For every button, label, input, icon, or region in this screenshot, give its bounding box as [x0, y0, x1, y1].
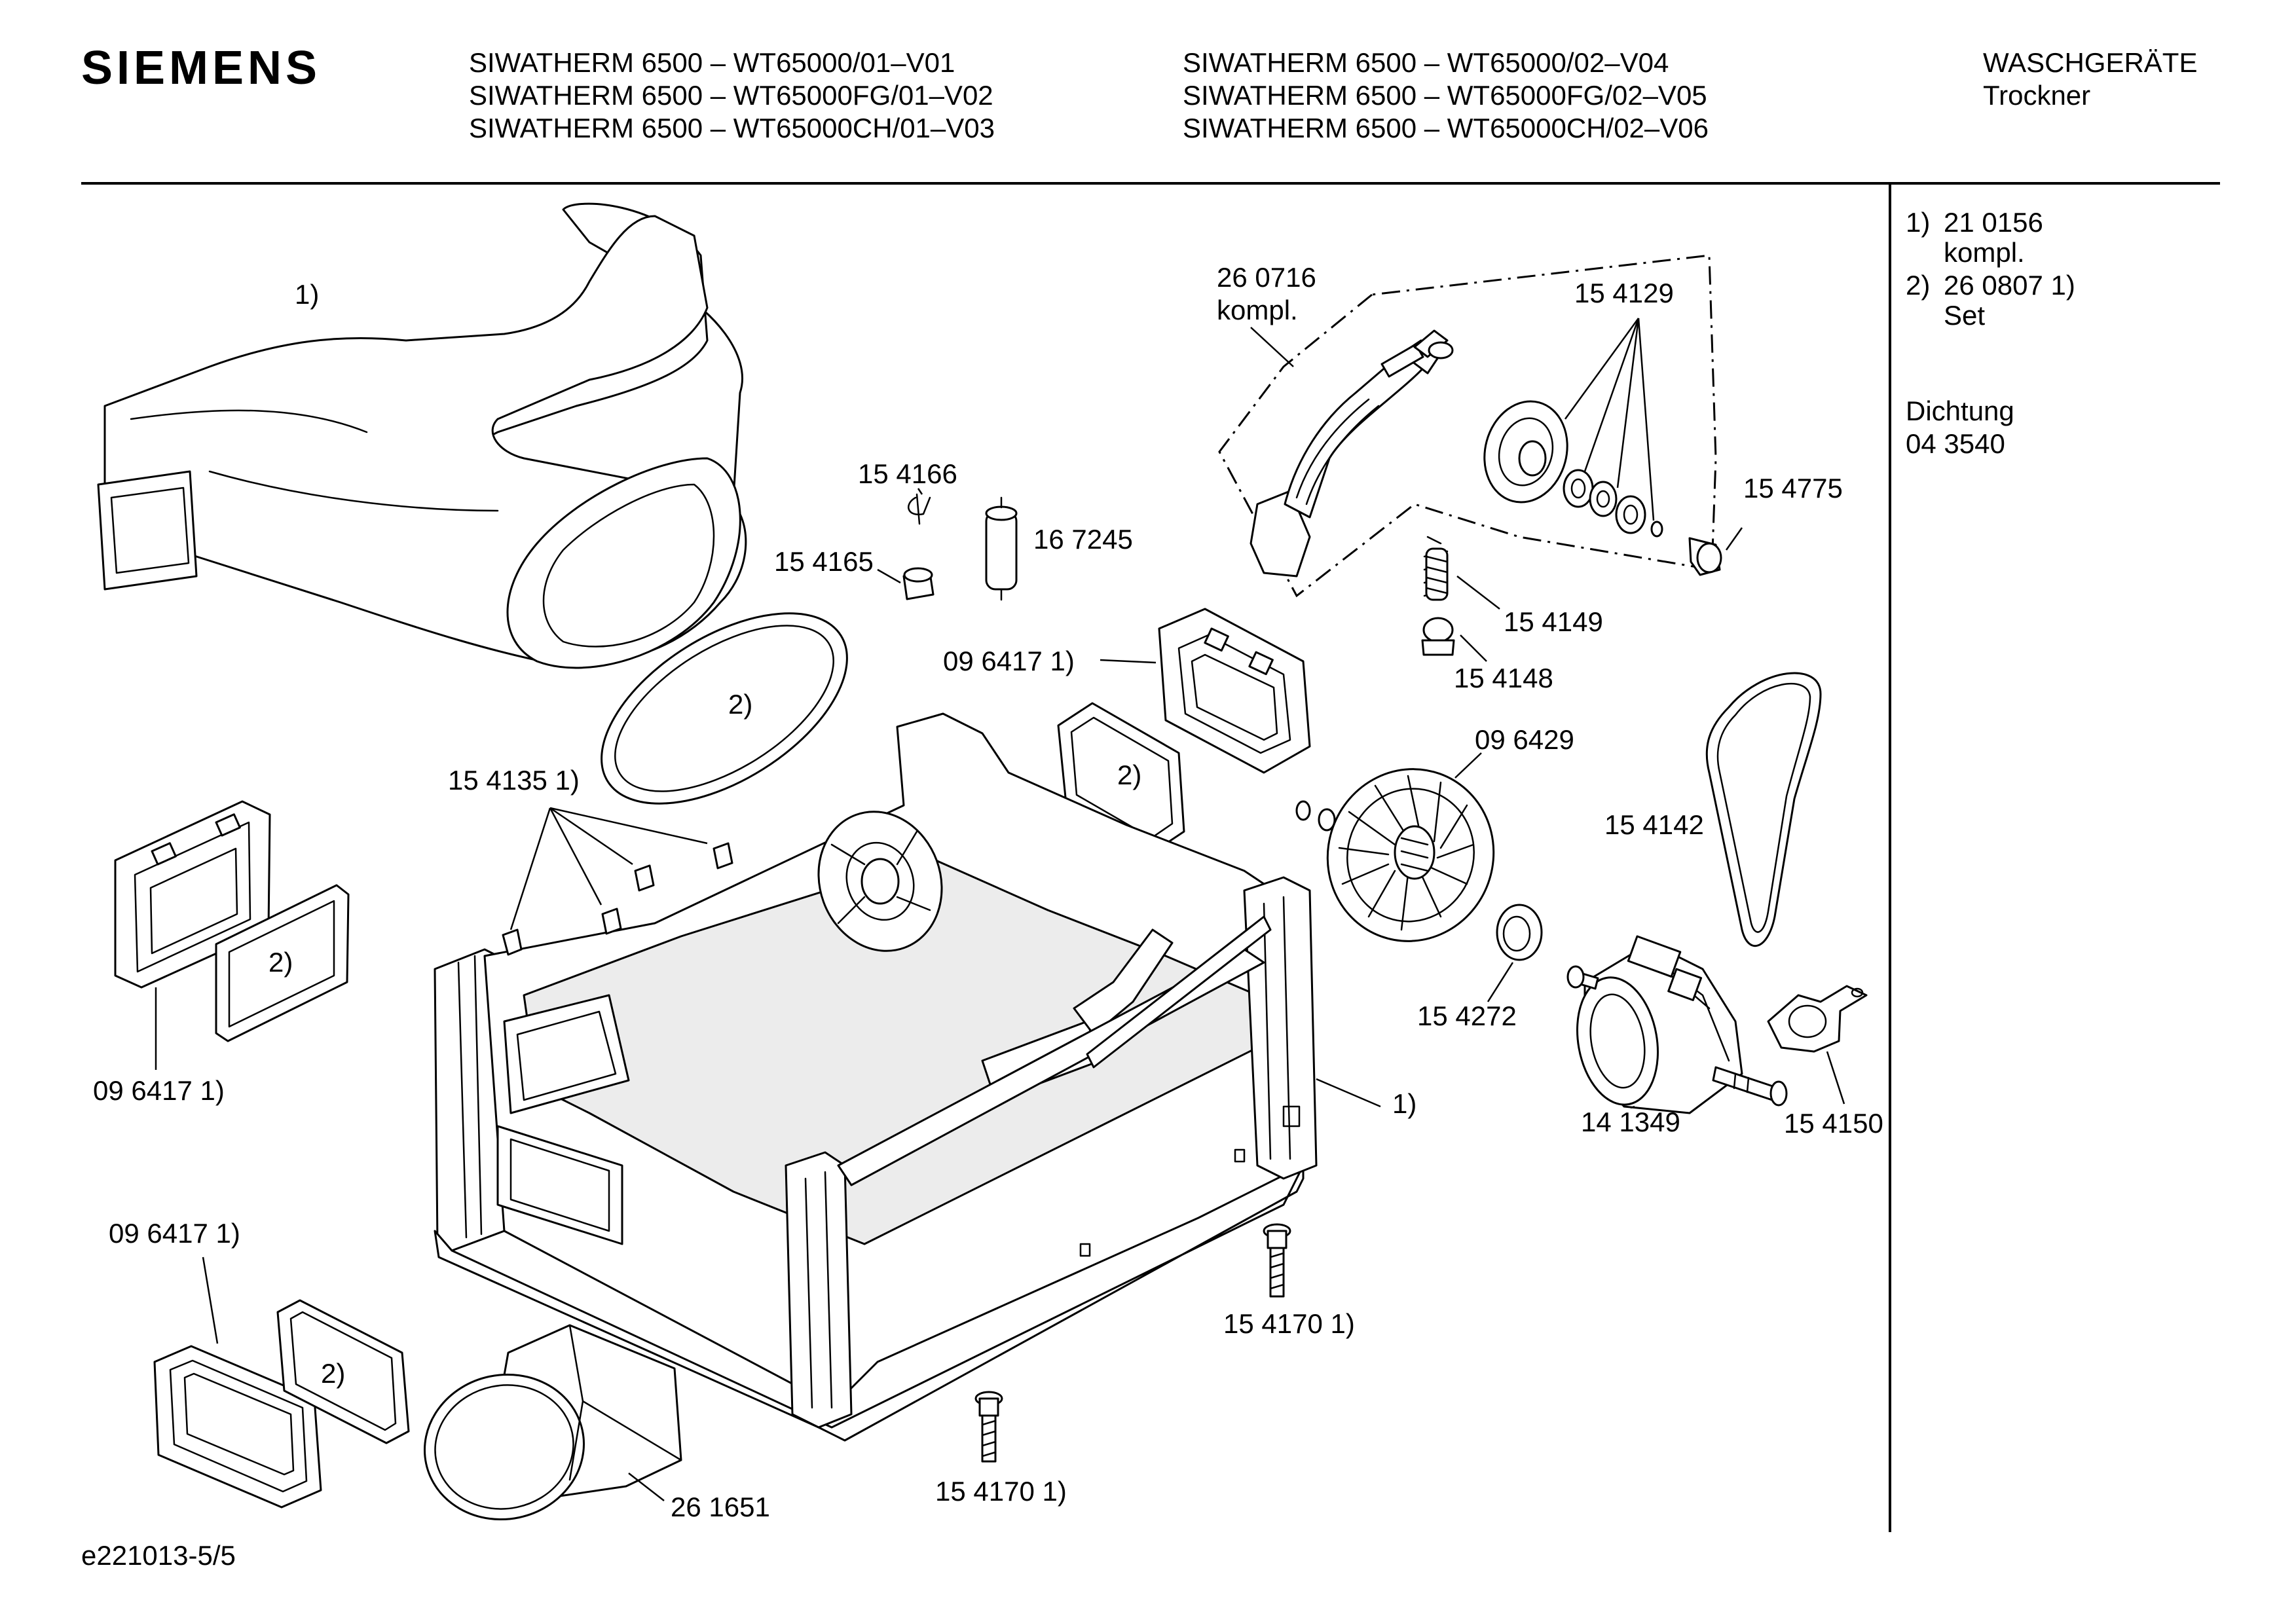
cap-label: 15 4775: [1743, 473, 1843, 504]
air-duct: 1): [97, 202, 747, 669]
flange-bottom-label: 09 6417 1): [109, 1218, 240, 1249]
model-line: SIWATHERM 6500 – WT65000CH/01–V03: [469, 113, 995, 143]
flange-left-label: 09 6417 1): [93, 1075, 225, 1106]
fan-label: 09 6429: [1475, 724, 1574, 755]
motor-bracket: 15 4150: [1767, 985, 1883, 1139]
capacitor-label: 16 7245: [1033, 524, 1133, 555]
note-1-value: 21 0156: [1944, 207, 2043, 238]
exhaust-adapter: 26 1651: [423, 1324, 770, 1522]
spring-holder: 15 4148: [1421, 617, 1553, 693]
side-flange-bottom: 09 6417 1): [109, 1218, 322, 1509]
belt-label: 15 4142: [1604, 809, 1704, 840]
seal-ref-label: 2): [321, 1358, 345, 1389]
capacitor: 16 7245: [985, 496, 1133, 601]
seal-ref-label: 2): [728, 689, 752, 720]
drive-motor: 14 1349: [1566, 935, 1788, 1137]
flange-top-label: 09 6417 1): [943, 646, 1075, 676]
note-1-subtext: kompl.: [1944, 237, 2025, 268]
seal-value: 04 3540: [1906, 428, 2005, 459]
notes-panel: 1) 21 0156 kompl. 2) 26 0807 1) Set Dich…: [1906, 207, 2075, 459]
model-line: SIWATHERM 6500 – WT65000FG/01–V02: [469, 80, 993, 111]
subcategory-label: Trockner: [1983, 80, 2090, 111]
drive-belt: 15 4142: [1604, 672, 1822, 947]
pulley-and-bearings: 15 4129: [1483, 278, 1674, 538]
note-2-number: 2): [1906, 270, 1930, 301]
sensor-label: 15 4166: [858, 458, 957, 489]
model-list-left: SIWATHERM 6500 – WT65000/01–V01 SIWATHER…: [469, 47, 995, 143]
housing-ref-label: 1): [1392, 1088, 1416, 1119]
motor-label: 14 1349: [1581, 1107, 1680, 1137]
seal-title: Dichtung: [1906, 395, 2014, 426]
temperature-sensor: 15 4166: [858, 458, 957, 525]
rear-flange: 09 6417 1): [943, 608, 1311, 774]
clips-label: 15 4135 1): [448, 765, 580, 796]
model-line: SIWATHERM 6500 – WT65000/02–V04: [1183, 47, 1669, 78]
fan-wheel: 09 6429: [1295, 724, 1574, 942]
axle-cap: 15 4775: [1688, 473, 1843, 576]
seal-ref-label: 2): [1117, 760, 1141, 790]
fan-seal: 15 4272: [1417, 904, 1543, 1031]
spring-holder-label: 15 4148: [1454, 663, 1553, 693]
screw-right: 15 4170 1): [1223, 1223, 1355, 1339]
siemens-logo: SIEMENS: [81, 42, 321, 94]
motor-bracket-label: 15 4150: [1784, 1108, 1883, 1139]
adapter-label: 26 1651: [671, 1492, 770, 1522]
screw-right-label: 15 4170 1): [1223, 1308, 1355, 1339]
seal-ref-label: 2): [268, 947, 293, 978]
model-line: SIWATHERM 6500 – WT65000/01–V01: [469, 47, 955, 78]
note-1-number: 1): [1906, 207, 1930, 238]
motor-arm-kit-label: 26 0716: [1217, 262, 1316, 293]
side-flange-left-seal: 2): [215, 884, 350, 1042]
model-line: SIWATHERM 6500 – WT65000CH/02–V06: [1183, 113, 1709, 143]
model-line: SIWATHERM 6500 – WT65000FG/02–V05: [1183, 80, 1707, 111]
note-2-subtext: Set: [1944, 300, 1985, 331]
duct-ref-label: 1): [295, 279, 319, 310]
base-housing: 1): [434, 712, 1416, 1442]
fan-seal-label: 15 4272: [1417, 1000, 1517, 1031]
screw-bottom-label: 15 4170 1): [935, 1476, 1067, 1507]
oval-seal: 2): [601, 612, 848, 805]
motor-arm-kit: 26 0716 kompl.: [1217, 254, 1717, 598]
spring-label: 15 4149: [1504, 606, 1603, 637]
note-2-value: 26 0807 1): [1944, 270, 2075, 301]
drawing-id: e221013-5/5: [81, 1540, 236, 1571]
grommet: 15 4165: [774, 546, 935, 600]
grommet-label: 15 4165: [774, 546, 874, 577]
tension-spring: 15 4149: [1423, 536, 1603, 637]
side-flange-bottom-seal: 2): [276, 1299, 410, 1444]
model-list-right: SIWATHERM 6500 – WT65000/02–V04 SIWATHER…: [1183, 47, 1709, 143]
motor-arm-kompl-label: kompl.: [1217, 295, 1298, 325]
retaining-clips: 15 4135 1): [448, 765, 733, 956]
pulley-bearings-label: 15 4129: [1574, 278, 1674, 308]
category-label: WASCHGERÄTE: [1983, 47, 2197, 78]
screw-bottom: 15 4170 1): [935, 1391, 1067, 1507]
